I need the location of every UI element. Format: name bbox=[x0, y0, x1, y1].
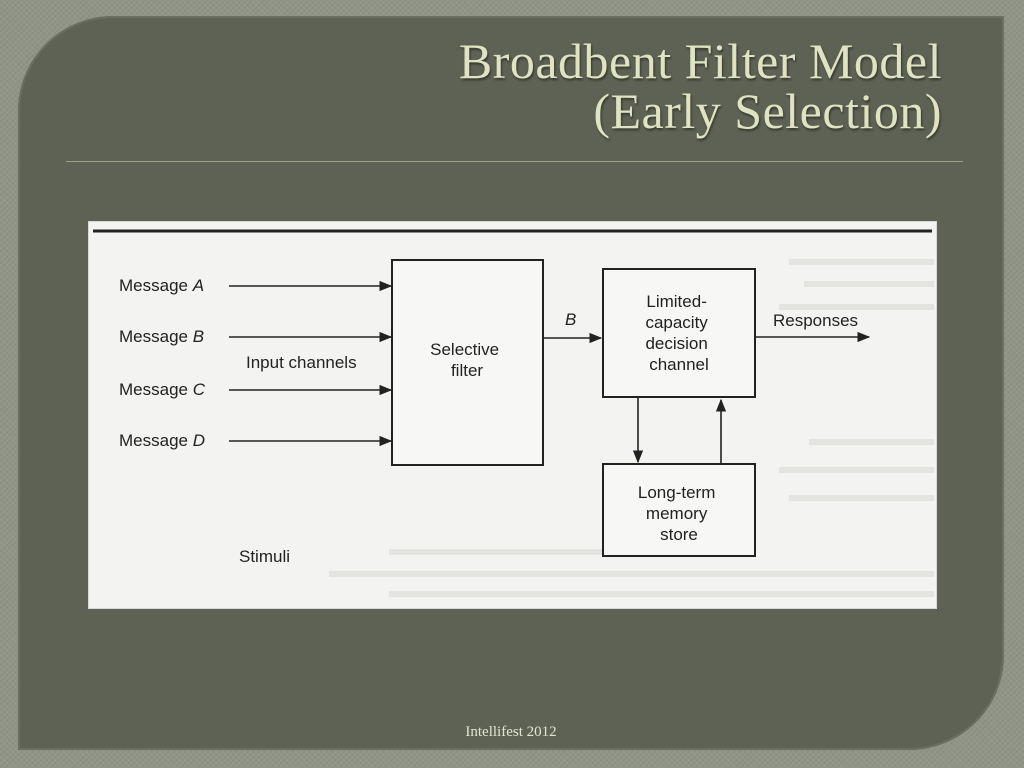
message-b-label: Message B bbox=[119, 327, 204, 346]
decision-channel-line-4: channel bbox=[649, 355, 709, 374]
title-divider bbox=[66, 161, 963, 162]
memory-store-line-3: store bbox=[660, 525, 698, 544]
selected-channel-label: B bbox=[565, 310, 576, 329]
slide-title-line-1: Broadbent Filter Model bbox=[458, 33, 942, 89]
message-a-label: Message A bbox=[119, 276, 204, 295]
message-b-letter: B bbox=[193, 327, 204, 346]
slide-title: Broadbent Filter Model (Early Selection) bbox=[459, 36, 942, 136]
selective-filter-box bbox=[391, 259, 544, 466]
decision-channel-box bbox=[602, 268, 756, 398]
message-d-letter: D bbox=[193, 431, 205, 450]
message-d-label: Message D bbox=[119, 431, 205, 450]
message-a-letter: A bbox=[192, 276, 204, 295]
decision-channel-line-3: decision bbox=[645, 334, 707, 353]
message-a-prefix: Message bbox=[119, 276, 193, 295]
message-c-label: Message C bbox=[119, 380, 206, 399]
responses-label: Responses bbox=[773, 311, 858, 330]
slide-title-line-2: (Early Selection) bbox=[593, 83, 942, 139]
stimuli-label: Stimuli bbox=[239, 547, 290, 566]
memory-store-box bbox=[602, 463, 756, 557]
selective-filter-line-1: Selective bbox=[430, 340, 499, 359]
slide-footer: Intellifest 2012 bbox=[465, 724, 557, 740]
decision-channel-line-1: Limited- bbox=[646, 292, 706, 311]
input-channels-backing bbox=[241, 349, 385, 375]
message-c-prefix: Message bbox=[119, 380, 193, 399]
slide-panel: Broadbent Filter Model (Early Selection) bbox=[18, 16, 1004, 750]
input-channels-label: Input channels bbox=[246, 353, 357, 372]
selective-filter-line-2: filter bbox=[451, 361, 483, 380]
message-d-prefix: Message bbox=[119, 431, 193, 450]
memory-store-line-2: memory bbox=[646, 504, 708, 523]
message-b-prefix: Message bbox=[119, 327, 193, 346]
diagram-svg: Message A Message B Message C Message D … bbox=[93, 229, 934, 597]
memory-store-line-1: Long-term bbox=[638, 483, 715, 502]
scan-bleed-lines bbox=[329, 259, 934, 597]
selective-filter-label: Selective filter bbox=[430, 340, 504, 380]
broadbent-diagram: Message A Message B Message C Message D … bbox=[89, 222, 936, 608]
message-c-letter: C bbox=[193, 380, 206, 399]
decision-channel-line-2: capacity bbox=[645, 313, 708, 332]
memory-store-label: Long-term memory store bbox=[638, 483, 720, 544]
decision-channel-label: Limited- capacity decision channel bbox=[645, 292, 712, 374]
